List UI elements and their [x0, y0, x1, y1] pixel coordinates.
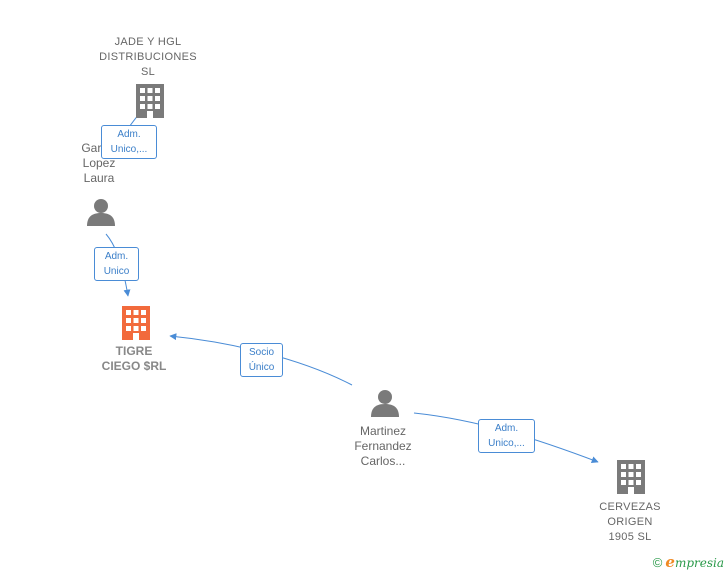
edge-label-garcia-jade[interactable]: Adm. Unico,...: [101, 125, 157, 159]
building-icon[interactable]: [617, 460, 645, 494]
edge-label-martinez-tigre[interactable]: Socio Único: [240, 343, 283, 377]
edge-label-martinez-cervezas[interactable]: Adm. Unico,...: [478, 419, 535, 453]
node-label-tigre[interactable]: TIGRE CIEGO $RL: [101, 344, 167, 373]
edge-label-garcia-tigre[interactable]: Adm. Unico: [94, 247, 139, 281]
person-icon[interactable]: [87, 199, 115, 226]
node-label-cervezas[interactable]: CERVEZAS ORIGEN 1905 SL: [599, 501, 661, 543]
brand-logo: empresia: [665, 553, 724, 571]
main-building-icon[interactable]: [122, 306, 150, 340]
person-icon[interactable]: [371, 390, 399, 417]
footer-brand: © empresia: [653, 553, 724, 571]
node-label-martinez[interactable]: Martinez Fernandez Carlos...: [354, 424, 412, 468]
copyright-icon: ©: [652, 554, 663, 570]
building-icon[interactable]: [136, 84, 164, 118]
node-label-jade[interactable]: JADE Y HGL DISTRIBUCIONES SL: [99, 36, 197, 78]
